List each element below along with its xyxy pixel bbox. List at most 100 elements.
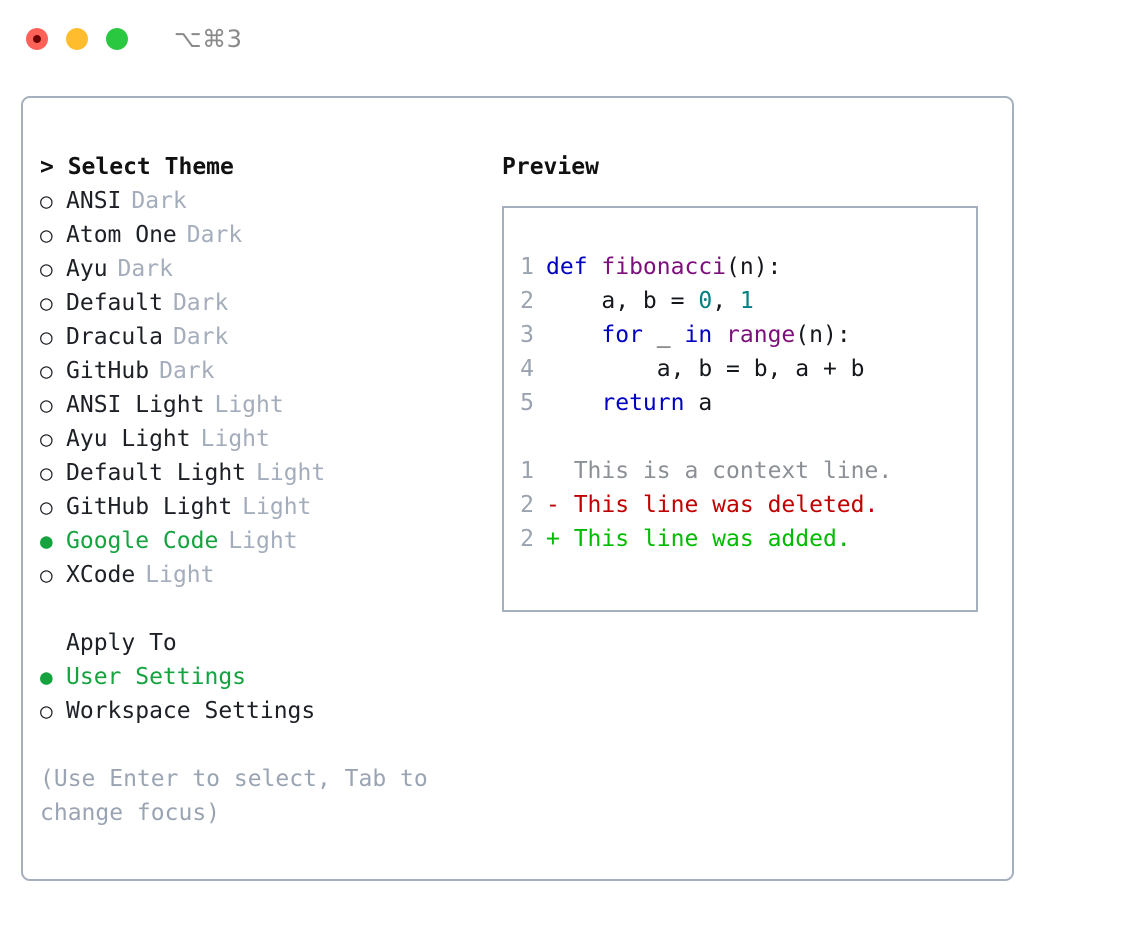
code-line-number: 3 [520, 322, 534, 348]
theme-option-label: Default [66, 290, 163, 316]
apply-to-option-label: Workspace Settings [66, 698, 316, 724]
code-token-plain: _ [642, 322, 685, 348]
theme-option-ansi-light[interactable]: ○ ANSI Light Light [40, 388, 490, 422]
theme-option-variant: Dark [172, 290, 229, 316]
diff-sign: + [546, 526, 574, 552]
theme-option-label: ANSI Light [66, 392, 205, 418]
apply-to-option-label: User Settings [66, 664, 247, 690]
code-token-plain: a, b = [546, 288, 699, 314]
theme-option-xcode[interactable]: ○ XCode Light [40, 558, 490, 592]
radio-unselected-icon: ○ [40, 393, 53, 417]
theme-option-variant: Dark [131, 188, 187, 214]
code-token-num: 1 [739, 288, 754, 314]
code-line-number: 2 [520, 288, 534, 314]
preview-title: Preview [502, 154, 599, 180]
theme-option-dracula[interactable]: ○ Dracula Dark [40, 320, 490, 354]
theme-option-label: Ayu Light [66, 426, 191, 452]
code-token-plain: (n): [726, 254, 782, 280]
diff-line: 1 This is a context line. [504, 454, 976, 488]
theme-option-github-light[interactable]: ○ GitHub Light Light [40, 490, 490, 524]
keyboard-hint: (Use Enter to select, Tab to change focu… [40, 766, 442, 826]
code-line-text: a, b = 0, 1 [546, 284, 754, 318]
radio-unselected-icon: ○ [40, 223, 53, 247]
code-token-plain [712, 322, 726, 348]
diff-line: 2+ This line was added. [504, 522, 976, 556]
radio-unselected-icon: ○ [40, 495, 53, 519]
radio-unselected-icon: ○ [40, 359, 53, 383]
theme-option-label: GitHub Light [66, 494, 233, 520]
theme-option-label: XCode [66, 562, 136, 588]
theme-option-default[interactable]: ○ Default Dark [40, 286, 490, 320]
code-token-num: 0 [698, 288, 713, 314]
theme-option-variant: Dark [172, 324, 229, 350]
code-line-text: def fibonacci(n): [546, 250, 781, 284]
theme-option-label: Ayu [66, 256, 108, 282]
spacer [40, 592, 490, 626]
radio-unselected-icon: ○ [40, 461, 53, 485]
minimize-button[interactable] [66, 28, 88, 50]
code-line: 3 for _ in range(n): [504, 318, 976, 352]
radio-unselected-icon: ○ [40, 291, 53, 315]
diff-sign: - [546, 492, 574, 518]
code-token-kw: def [546, 254, 602, 280]
apply-to-option-list[interactable]: ●User Settings○Workspace Settings [40, 660, 490, 728]
apply-to-option-user-settings[interactable]: ●User Settings [40, 660, 490, 694]
theme-option-label: ANSI [66, 188, 122, 214]
theme-option-variant: Light [200, 426, 270, 452]
diff-sample: 1 This is a context line.2- This line wa… [504, 454, 976, 556]
apply-to-marker-placeholder [40, 626, 66, 660]
theme-option-label: GitHub [66, 358, 150, 384]
diff-body: This is a context line. [573, 458, 893, 484]
theme-option-variant: Dark [186, 222, 243, 248]
window-controls [26, 28, 128, 50]
theme-option-variant: Light [228, 528, 298, 554]
radio-unselected-icon: ○ [40, 563, 53, 587]
code-token-plain [546, 390, 601, 416]
code-token-plain: , [712, 288, 740, 314]
maximize-button[interactable] [106, 28, 128, 50]
code-line-number: 4 [520, 356, 534, 382]
theme-option-label: Google Code [66, 528, 219, 554]
code-token-plain [546, 322, 601, 348]
code-token-plain: a, b = b, a + b [546, 356, 865, 382]
code-token-kw: in [684, 322, 713, 348]
code-token-plain: a [684, 390, 713, 416]
spacer [504, 420, 976, 454]
theme-option-atom-one[interactable]: ○ Atom One Dark [40, 218, 490, 252]
theme-option-label: Atom One [66, 222, 177, 248]
diff-body: This line was deleted. [573, 492, 879, 518]
code-line: 2 a, b = 0, 1 [504, 284, 976, 318]
apply-to-option-workspace-settings[interactable]: ○Workspace Settings [40, 694, 490, 728]
theme-option-variant: Light [242, 494, 312, 520]
theme-option-variant: Light [214, 392, 284, 418]
theme-option-ayu-light[interactable]: ○ Ayu Light Light [40, 422, 490, 456]
theme-option-label: Dracula [66, 324, 163, 350]
code-line-text: for _ in range(n): [546, 318, 851, 352]
radio-unselected-icon: ○ [40, 427, 53, 451]
apply-to-title: Apply To [66, 630, 177, 656]
diff-body: This line was added. [573, 526, 851, 552]
radio-unselected-icon: ○ [40, 189, 53, 213]
code-token-kw: for [601, 322, 643, 348]
radio-unselected-icon: ○ [40, 325, 53, 349]
theme-option-variant: Light [145, 562, 215, 588]
close-button[interactable] [26, 28, 48, 50]
page-title: > Select Theme [40, 154, 234, 180]
title-bar: ⌥⌘3 [0, 0, 1140, 78]
theme-option-ansi[interactable]: ○ ANSI Dark [40, 184, 490, 218]
code-token-fn: range [726, 322, 796, 348]
radio-unselected-icon: ○ [40, 257, 53, 281]
diff-line-text: + This line was added. [546, 522, 851, 556]
code-line: 5 return a [504, 386, 976, 420]
code-token-plain: (n): [795, 322, 851, 348]
